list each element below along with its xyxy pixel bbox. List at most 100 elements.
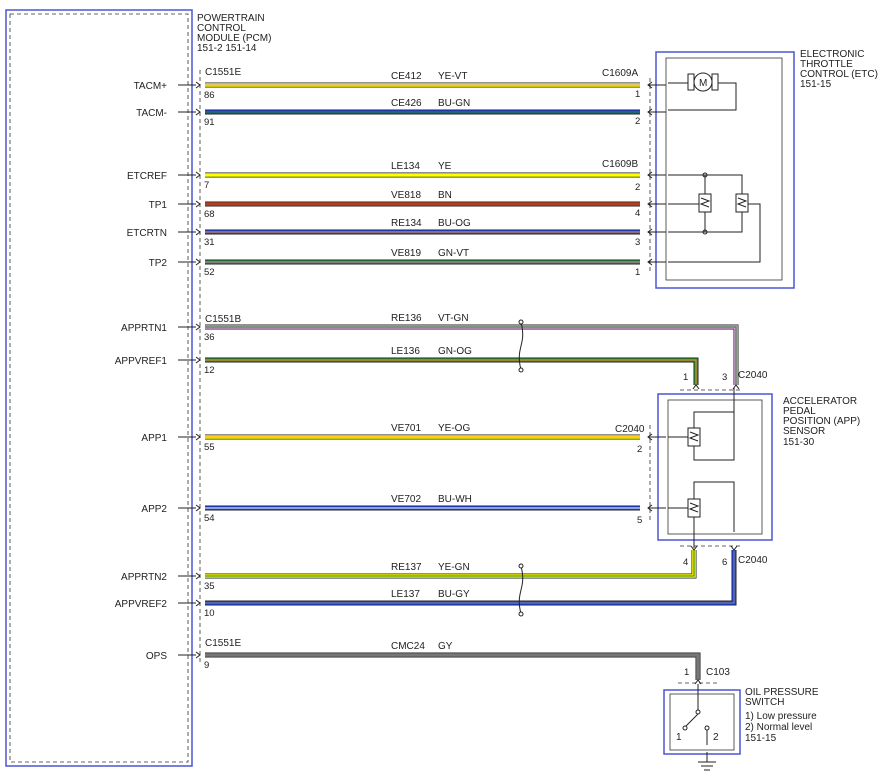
wire-color-code: BU-WH [438, 494, 472, 505]
wire-color-code: GY [438, 641, 453, 652]
circuit-label: CMC24 [391, 641, 425, 652]
pcm-signal-label: TACM- [136, 108, 167, 119]
end-pin-number: 1 [683, 372, 688, 383]
pcm-signal-label: APPRTN1 [121, 323, 167, 334]
wire-color-code: YE-VT [438, 71, 467, 82]
pcm-signal-label: APP1 [141, 433, 167, 444]
wire-stripe-le136 [205, 359, 697, 385]
ops-title-line-3: 1) Low pressure [745, 711, 817, 722]
motor-icon: M [687, 72, 719, 92]
circuit-label: CE412 [391, 71, 422, 82]
pcm-arrow [195, 228, 201, 236]
pcm-arrow [195, 651, 201, 659]
pcm-arrow [195, 200, 201, 208]
component-arrow [692, 384, 700, 390]
wire-color-code: BU-GN [438, 98, 470, 109]
wire-color-code: YE-GN [438, 562, 470, 573]
wire-stripe-re137 [205, 550, 695, 577]
wire-stripe-re136 [205, 326, 737, 385]
end-pin-number: 4 [635, 208, 640, 219]
tp-sensor-icon [668, 172, 761, 263]
pcm-signal-label: OPS [146, 651, 167, 662]
pcm-pin-number: 10 [204, 608, 215, 619]
component-arrow [690, 545, 698, 551]
ops-box [663, 689, 741, 755]
end-pin-number: 4 [683, 557, 688, 568]
pcm-arrow [195, 356, 201, 364]
circuit-label: VE702 [391, 494, 421, 505]
end-pin-number: 3 [722, 372, 727, 383]
pcm-arrow [195, 572, 201, 580]
wire-color-code: GN-OG [438, 346, 472, 357]
app-title-line-2: PEDAL [783, 406, 816, 417]
etc-ref: 151-15 [800, 79, 832, 90]
pcm-box [5, 9, 193, 767]
wire-stripe-le137 [205, 550, 735, 604]
pcm-signal-label: APPVREF1 [115, 356, 168, 367]
pcm-arrow [195, 81, 201, 89]
circuit-label: CE426 [391, 98, 422, 109]
end-pin-number: 3 [635, 237, 640, 248]
twisted-pair-end [518, 611, 524, 617]
circuit-label: LE134 [391, 161, 420, 172]
wire-cmc24 [205, 653, 700, 680]
app-inner [667, 399, 763, 535]
wire-color-code: BU-OG [438, 218, 471, 229]
etc-box [655, 51, 795, 289]
etc-connector-label-a: C1609A [602, 68, 638, 79]
etc-title-line-3: CONTROL (ETC) [800, 69, 878, 80]
pcm-arrow [195, 433, 201, 441]
wire-color-code: YE-OG [438, 423, 470, 434]
etc-connector-label-b: C1609B [602, 159, 638, 170]
component-arrow [694, 679, 702, 685]
pcm-connector-label-1: C1551E [205, 67, 241, 78]
app-title-line-4: SENSOR [783, 426, 825, 437]
circuit-label: VE818 [391, 190, 421, 201]
circuit-label: RE137 [391, 562, 422, 573]
ops-title-line-1: OIL PRESSURE [745, 687, 819, 698]
pcm-pin-number: 91 [204, 117, 215, 128]
pcm-arrow [195, 108, 201, 116]
etc-title-line-2: THROTTLE [800, 59, 853, 70]
circuit-label: LE137 [391, 589, 420, 600]
ground-icon [698, 761, 716, 771]
end-pin-number: 5 [637, 515, 642, 526]
pcm-pin-number: 35 [204, 581, 215, 592]
app-sensor-icon [668, 388, 735, 548]
pcm-arrow [195, 171, 201, 179]
etc-title-line-1: ELECTRONIC [800, 49, 864, 60]
circuit-label: LE136 [391, 346, 420, 357]
pcm-inner-dashed [9, 13, 189, 763]
motor-wire-b [668, 82, 737, 111]
app-box [657, 393, 773, 541]
wire-color-code: YE [438, 161, 452, 172]
wire-color-code: BN [438, 190, 452, 201]
pcm-pin-number: 9 [204, 660, 209, 671]
pcm-arrow [195, 504, 201, 512]
ops-inner [669, 693, 735, 751]
pcm-signal-label: TP1 [149, 200, 168, 211]
pcm-pin-number: 54 [204, 513, 215, 524]
ops-ref: 151-15 [745, 733, 777, 744]
wire-color-code: GN-VT [438, 248, 469, 259]
pcm-refs: 151-2 151-14 [197, 43, 257, 54]
pcm-signal-label: ETCRTN [127, 228, 167, 239]
app-title-line-3: POSITION (APP) [783, 416, 860, 427]
end-pin-number: 1 [684, 667, 689, 678]
oil-pressure-switch-icon [682, 684, 710, 762]
pcm-connector-label-3: C1551E [205, 638, 241, 649]
pcm-arrow [195, 599, 201, 607]
pcm-arrow [195, 323, 201, 331]
ops-pin-label-1: 1 [676, 732, 682, 743]
end-pin-number: 2 [635, 116, 640, 127]
ops-connector-label: C103 [706, 667, 730, 678]
twisted-pair-marker-1 [518, 565, 524, 615]
pcm-title-line-1: POWERTRAIN [197, 13, 265, 24]
wire-color-code: VT-GN [438, 313, 469, 324]
end-pin-number: 1 [635, 267, 640, 278]
twisted-pair-end [518, 367, 524, 373]
pcm-pin-number: 52 [204, 267, 215, 278]
ops-title-line-4: 2) Normal level [745, 722, 812, 733]
